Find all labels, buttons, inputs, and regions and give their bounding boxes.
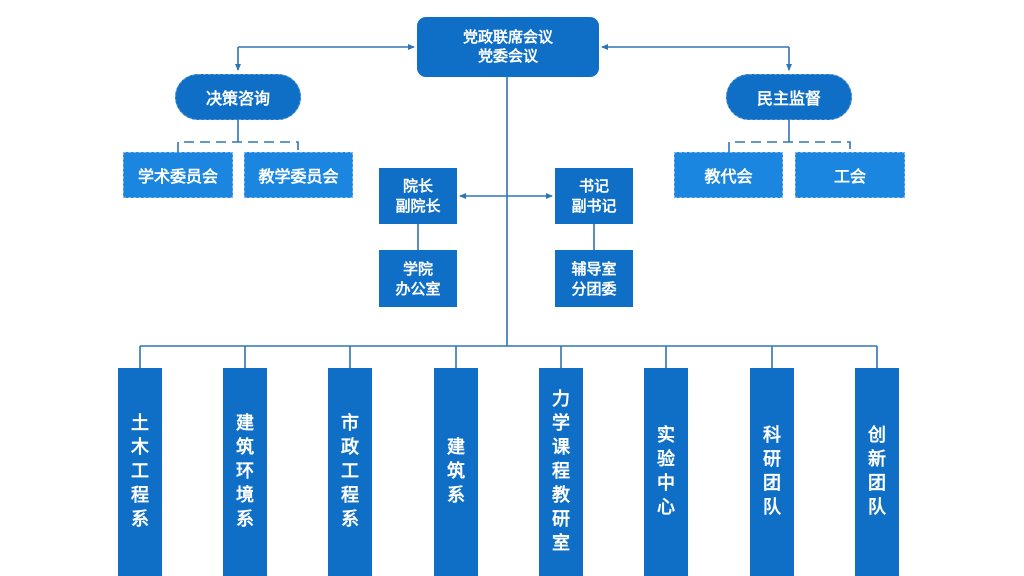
department-2[interactable]: 建筑环境系 [223, 368, 267, 576]
department-7[interactable]: 科研团队 [750, 368, 794, 576]
department-7-label: 科研团队 [763, 425, 781, 518]
top-node-line1: 党政联席会议 [462, 28, 553, 46]
college-office-node[interactable]: 学院 办公室 [379, 250, 457, 307]
connector-decision-committees [177, 141, 299, 152]
teaching-committee[interactable]: 教学委员会 [244, 152, 353, 198]
labor-union-label: 工会 [833, 167, 866, 186]
counseling-office-line1: 辅导室 [571, 259, 617, 278]
department-8-label: 创新团队 [868, 425, 886, 518]
secretary-node[interactable]: 书记 副书记 [555, 168, 633, 224]
top-node-joint-meeting[interactable]: 党政联席会议 党委会议 [417, 17, 599, 77]
college-office-line1: 学院 [402, 259, 433, 278]
dean-node[interactable]: 院长 副院长 [379, 168, 457, 224]
top-node-line2: 党委会议 [477, 47, 538, 65]
counseling-office-node[interactable]: 辅导室 分团委 [555, 250, 633, 307]
department-1-label: 土木工程系 [131, 413, 149, 530]
academic-committee-label: 学术委员会 [137, 167, 218, 186]
branch-democratic-supervision-label: 民主监督 [756, 89, 821, 108]
dean-label: 院长 [402, 177, 433, 195]
vice-dean-label: 副院长 [395, 197, 441, 215]
youth-league-label: 分团委 [571, 279, 617, 298]
college-office-line2: 办公室 [395, 279, 441, 298]
academic-committee[interactable]: 学术委员会 [123, 152, 233, 198]
branch-decision-consulting-label: 决策咨询 [205, 89, 270, 108]
department-8[interactable]: 创新团队 [855, 368, 899, 576]
vice-secretary-label: 副书记 [571, 197, 617, 215]
department-6[interactable]: 实验中心 [644, 368, 688, 576]
department-3[interactable]: 市政工程系 [328, 368, 372, 576]
branch-decision-consulting[interactable]: 决策咨询 [175, 74, 301, 120]
staff-congress-label: 教代会 [704, 167, 753, 186]
department-5[interactable]: 力学课程教研室 [539, 368, 583, 576]
department-6-label: 实验中心 [657, 425, 675, 518]
teaching-committee-label: 教学委员会 [258, 167, 339, 186]
department-4-label: 建筑系 [447, 437, 465, 506]
labor-union[interactable]: 工会 [795, 152, 905, 198]
branch-democratic-supervision[interactable]: 民主监督 [726, 74, 852, 120]
department-1[interactable]: 土木工程系 [118, 368, 162, 576]
department-5-label: 力学课程教研室 [552, 389, 570, 554]
department-4[interactable]: 建筑系 [434, 368, 478, 576]
department-3-label: 市政工程系 [341, 413, 359, 530]
department-2-label: 建筑环境系 [236, 413, 254, 530]
staff-congress[interactable]: 教代会 [674, 152, 783, 198]
secretary-label: 书记 [578, 177, 609, 195]
connector-supervision-committees [728, 141, 851, 152]
